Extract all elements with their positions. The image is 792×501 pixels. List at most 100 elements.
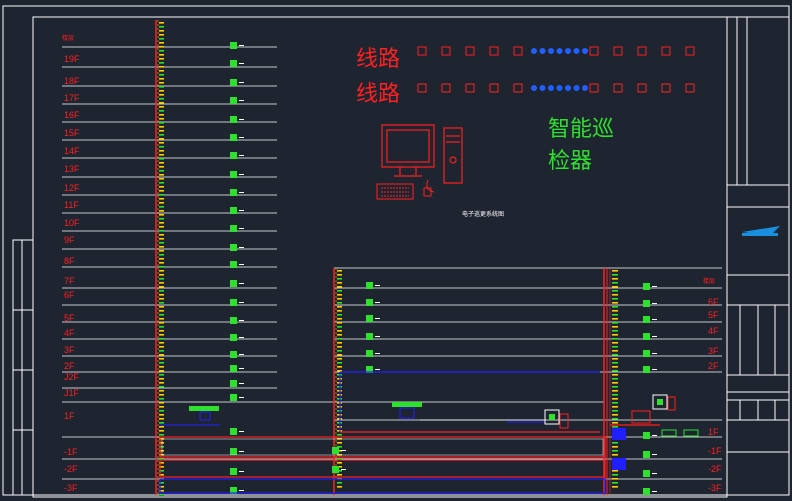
riser-tick — [159, 378, 164, 380]
point-tag — [239, 320, 244, 321]
riser-tick — [159, 322, 164, 324]
left-floor-labels: 19F18F17F16F15F14F13F12F11F10F9F8F7F6F5F… — [64, 54, 80, 493]
riser-tick — [159, 178, 164, 180]
inspection-point — [230, 487, 237, 494]
riser-tick — [159, 246, 164, 248]
riser-tick — [612, 402, 618, 404]
inspection-point — [643, 350, 650, 357]
floor-label: 9F — [64, 235, 75, 245]
riser-tick — [337, 302, 342, 304]
riser-tick — [159, 150, 164, 152]
line-label-1: 线路 — [356, 46, 400, 71]
control-box-middle — [392, 402, 422, 419]
riser-tick — [337, 362, 342, 364]
riser-tick — [159, 134, 164, 136]
riser-tick — [337, 482, 342, 484]
floor-label: -2F — [64, 464, 78, 474]
inspection-points — [230, 42, 657, 495]
line-node — [441, 83, 451, 93]
riser-tick — [159, 266, 164, 268]
riser-tick — [337, 350, 342, 352]
riser-tick — [159, 462, 164, 464]
inspection-point — [332, 466, 339, 473]
point-tag — [375, 353, 380, 354]
riser-tick — [337, 298, 342, 300]
riser-tick — [159, 86, 164, 88]
floor-label: 14F — [64, 146, 80, 156]
point-tag — [239, 210, 244, 211]
riser-tick — [337, 282, 342, 284]
point-tag — [652, 303, 657, 304]
riser-tick — [159, 446, 164, 448]
floor-label: 18F — [64, 76, 80, 86]
riser-tick — [159, 454, 164, 456]
riser-tick — [612, 270, 618, 272]
riser-tick — [612, 378, 618, 380]
line-node — [489, 83, 499, 93]
line-dot — [556, 85, 563, 91]
inspection-point — [643, 300, 650, 307]
point-tag — [375, 285, 380, 286]
riser-tick — [159, 438, 164, 440]
riser-tick — [337, 326, 342, 328]
riser-tick — [159, 42, 164, 44]
riser-tick — [337, 370, 342, 372]
inspection-point — [230, 351, 237, 358]
floor-label: 3F — [708, 346, 719, 356]
riser-tick — [612, 278, 618, 280]
riser-tick — [159, 70, 164, 72]
inspection-point — [643, 316, 650, 323]
riser-tick — [159, 38, 164, 40]
riser-tick — [159, 386, 164, 388]
inspection-point — [366, 299, 373, 306]
riser-tick — [159, 170, 164, 172]
riser-tick — [612, 450, 618, 452]
line-dot — [531, 48, 537, 54]
riser-tick — [337, 434, 342, 436]
riser-tick — [612, 306, 618, 308]
pc-tower-icon — [443, 127, 463, 184]
riser-tick — [159, 398, 164, 400]
line-dot — [565, 85, 571, 91]
floor-label: 16F — [64, 110, 80, 120]
riser-tick — [612, 350, 618, 352]
riser-tick — [159, 26, 164, 28]
point-tag — [652, 286, 657, 287]
floor-label: 7F — [64, 276, 75, 286]
riser-tick — [159, 202, 164, 204]
riser-tick — [337, 314, 342, 316]
riser-tick — [612, 322, 618, 324]
riser-tick — [612, 426, 618, 428]
line-dot — [573, 85, 580, 91]
inspector-label-line2: 检器 — [548, 148, 592, 173]
riser-tick — [159, 242, 164, 244]
floor-label: 2F — [64, 361, 75, 371]
line-dot — [556, 48, 563, 54]
riser-tick — [159, 330, 164, 332]
floor-label: 3F — [64, 345, 75, 355]
riser-tick — [337, 286, 342, 288]
riser-tick — [159, 258, 164, 260]
riser-tick — [159, 362, 164, 364]
riser-tick — [159, 414, 164, 416]
riser-tick — [159, 422, 164, 424]
riser-tick — [159, 490, 164, 492]
line-dot — [582, 85, 588, 91]
point-tag — [239, 45, 244, 46]
inspection-point — [643, 283, 650, 290]
riser-tick — [159, 314, 164, 316]
floor-label: 4F — [708, 326, 719, 336]
left-floor-lines — [62, 46, 604, 480]
middle-riser — [333, 268, 337, 495]
riser-tick — [159, 418, 164, 420]
left-margin-strip — [12, 239, 34, 496]
riser-tick — [159, 442, 164, 444]
line-dot — [548, 85, 554, 91]
floor-label: 6F — [708, 297, 719, 307]
line-node — [637, 46, 647, 56]
riser-tick — [159, 62, 164, 64]
line-node — [513, 46, 523, 56]
riser-tick — [612, 410, 618, 412]
